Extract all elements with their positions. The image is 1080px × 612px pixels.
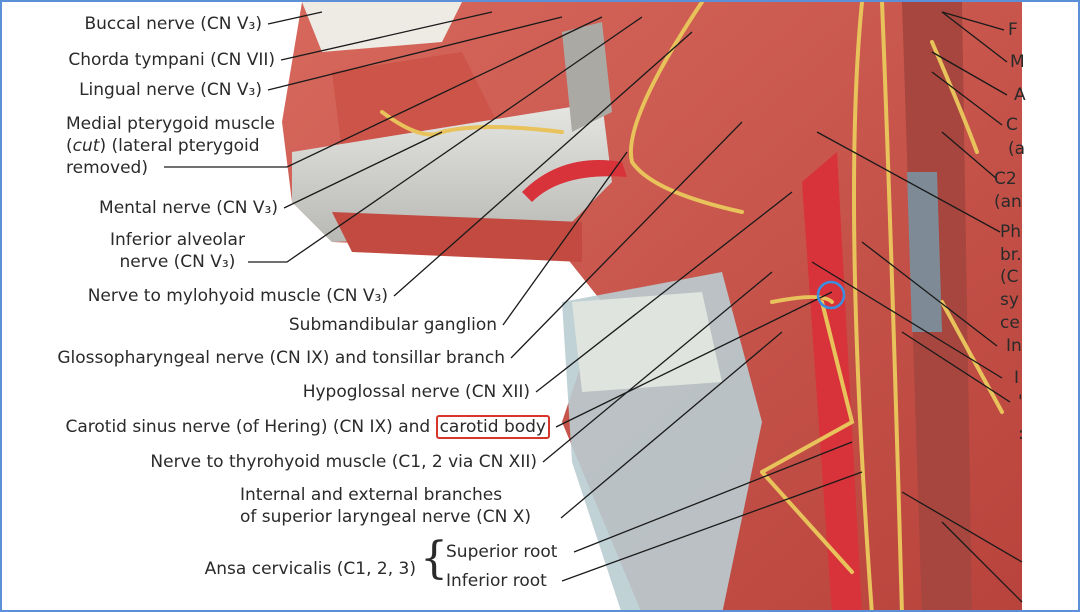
carotid-body-highlight-circle (816, 280, 846, 310)
label-part: ( (66, 136, 73, 156)
label-inferior-alveolar: Inferior alveolar nerve (CN V₃) (110, 229, 245, 273)
right-label: (C (1000, 267, 1019, 287)
carotid-body-highlight-box: carotid body (435, 415, 550, 439)
right-label: Ph (1000, 222, 1022, 242)
label-part: ) (lateral pterygoid (99, 136, 260, 156)
label-submandibular-ganglion: Submandibular ganglion (288, 315, 497, 335)
right-label: A (1014, 85, 1026, 105)
label-part: Carotid sinus nerve (of Hering) (CN IX) … (65, 417, 431, 437)
right-label: (an (994, 192, 1022, 212)
label-chorda-tympani: Chorda tympani (CN VII) (68, 50, 275, 70)
label-thyrohyoid-nerve: Nerve to thyrohyoid muscle (C1, 2 via CN… (150, 452, 537, 472)
label-ansa-cervicalis: Ansa cervicalis (C1, 2, 3) (204, 559, 416, 579)
right-label: C (1006, 115, 1018, 135)
label-mylohyoid-nerve: Nerve to mylohyoid muscle (CN V₃) (87, 286, 388, 306)
hyoid-membrane (572, 292, 722, 392)
mandible (292, 102, 612, 242)
right-label: : (1018, 424, 1024, 444)
leader-lines (164, 11, 1023, 603)
label-line: Inferior alveolar (110, 230, 245, 250)
label-line: nerve (CN V₃) (119, 252, 236, 272)
label-medial-pterygoid: Medial pterygoid muscle (cut) (lateral p… (66, 113, 275, 179)
label-line: Medial pterygoid muscle (66, 114, 275, 134)
right-label: br. (1000, 245, 1022, 265)
right-label: F (1008, 20, 1018, 40)
label-superior-root: Superior root (446, 542, 558, 562)
label-line: removed) (66, 158, 148, 178)
nerves (380, 2, 1004, 610)
carotid-artery (802, 152, 862, 610)
right-label: ce (1000, 313, 1020, 333)
label-buccal-nerve: Buccal nerve (CN V₃) (84, 14, 262, 34)
mandible-cut-surface (562, 22, 612, 132)
label-line: (cut) (lateral pterygoid (66, 135, 275, 157)
label-line: Internal and external branches (240, 485, 503, 505)
facial-artery (522, 160, 627, 202)
brace: { (420, 533, 448, 584)
right-label: (a (1008, 139, 1026, 159)
label-carotid-sinus-nerve: Carotid sinus nerve (of Hering) (CN IX) … (65, 415, 550, 439)
mylohyoid-muscle (332, 212, 582, 262)
right-label: ' (1018, 392, 1023, 412)
right-label: I (1014, 368, 1020, 388)
teeth (302, 2, 462, 52)
label-part: cut (72, 136, 100, 156)
right-label: sy (1000, 290, 1019, 310)
label-mental-nerve: Mental nerve (CN V₃) (99, 198, 278, 218)
right-label: In (1006, 336, 1022, 356)
right-label: M (1010, 52, 1025, 72)
label-line: of superior laryngeal nerve (CN X) (240, 507, 531, 527)
label-glossopharyngeal-nerve: Glossopharyngeal nerve (CN IX) and tonsi… (57, 348, 505, 368)
label-superior-laryngeal: Internal and external branches of superi… (240, 484, 531, 528)
sympathetic-trunk (907, 172, 942, 332)
label-lingual-nerve: Lingual nerve (CN V₃) (79, 80, 262, 100)
label-inferior-root: Inferior root (446, 571, 547, 591)
right-label: C2 (994, 169, 1017, 189)
label-hypoglossal-nerve: Hypoglossal nerve (CN XII) (302, 382, 530, 402)
